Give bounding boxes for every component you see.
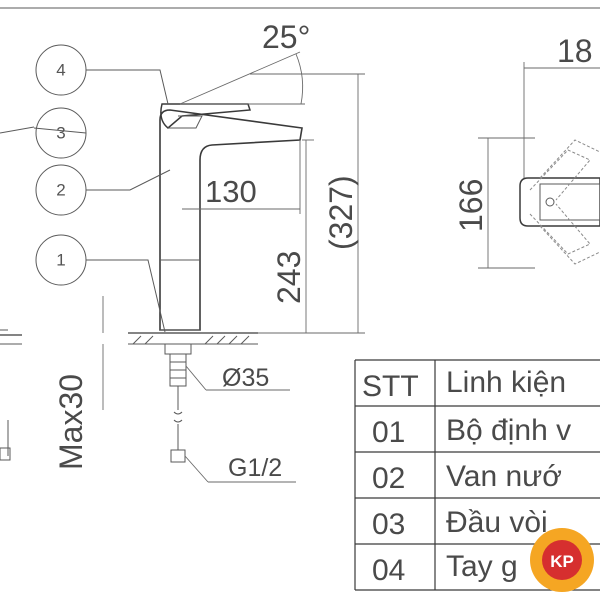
kp-logo: KP (530, 528, 594, 592)
table-cell-stt-3: 03 (372, 508, 405, 541)
callout-bubble-2: 2 (35, 164, 87, 216)
hole-dimension: Ø35 (185, 364, 290, 392)
deck-dimension: Max30 (53, 296, 104, 470)
table-cell-part-1: Bộ định v (446, 414, 571, 447)
callout-bubble-3: 3 (35, 107, 87, 159)
max-deck-label: Max30 (53, 374, 89, 470)
svg-text:1: 1 (56, 251, 65, 270)
countertop (128, 332, 258, 345)
top-view: 18 166 (453, 33, 600, 269)
svg-text:4: 4 (56, 61, 65, 80)
table-cell-part-4: Tay g (446, 550, 518, 583)
svg-text:3: 3 (56, 124, 65, 143)
side-depth-label: 166 (453, 179, 489, 232)
callout-bubble-1: 1 (35, 234, 87, 286)
table-cell-part-3: Đầu vòi (446, 506, 548, 539)
table-header-stt: STT (362, 370, 419, 403)
top-width-label: 18 (557, 33, 593, 69)
table-cell-stt-4: 04 (372, 554, 405, 587)
table-cell-part-2: Van nướ (446, 460, 562, 493)
table-cell-stt-1: 01 (372, 416, 405, 449)
thread-label: G1/2 (228, 454, 282, 482)
hole-diameter-label: Ø35 (222, 364, 269, 392)
angle-dimension: 25° (179, 19, 310, 105)
height-total-label: (327) (323, 175, 359, 250)
callout-leaders (33, 69, 171, 333)
reach-label: 130 (205, 174, 257, 209)
svg-text:2: 2 (56, 181, 65, 200)
left-fragment (0, 126, 35, 461)
callout-bubble-4: 4 (35, 44, 87, 96)
logo-text: KP (550, 552, 574, 571)
table-header-part: Linh kiện (446, 366, 566, 399)
height-spout-label: 243 (271, 251, 307, 304)
table-cell-stt-2: 02 (372, 462, 405, 495)
thread-dimension: G1/2 (184, 454, 296, 483)
parts-table: STT Linh kiện 01 Bộ định v 02 Van nướ 03… (354, 359, 600, 591)
reach-dimension: 130 (182, 140, 301, 214)
height-dimensions: 243 (327) (250, 73, 365, 334)
angle-label: 25° (262, 19, 310, 55)
